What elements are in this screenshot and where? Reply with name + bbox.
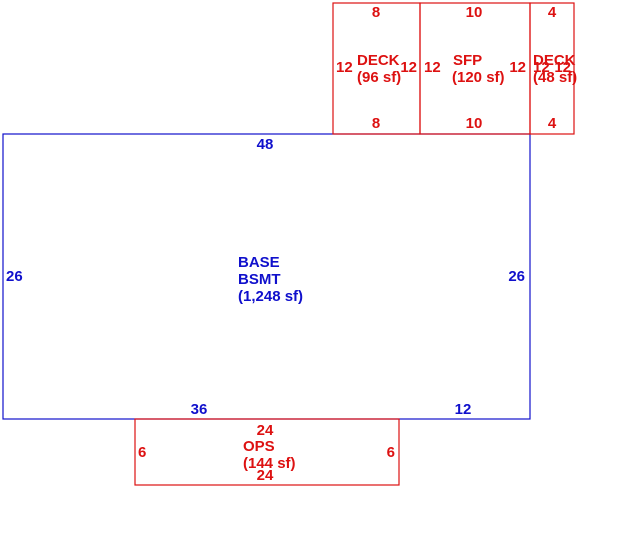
deck-2-name: DECK — [533, 52, 576, 69]
ops-right-dimension: 6 — [387, 444, 395, 461]
base-left-dimension: 26 — [6, 268, 23, 285]
base-top-dimension: 48 — [257, 136, 274, 153]
base-area-name-2: BSMT — [238, 271, 281, 288]
sfp-right-dimension: 12 — [509, 59, 526, 76]
deck-1-top-dimension: 8 — [372, 4, 380, 21]
base-area-name: BASE — [238, 254, 280, 271]
ops-area: (144 sf) — [243, 455, 296, 472]
deck-1-bottom-dimension: 8 — [372, 115, 380, 132]
deck-2-left-dimension: 12 — [533, 59, 550, 76]
deck-1-name: DECK — [357, 52, 400, 69]
base-area-size: (1,248 sf) — [238, 288, 303, 305]
deck-2-area: (48 sf) — [533, 69, 577, 86]
deck-1-left-dimension: 12 — [336, 59, 353, 76]
ops-top-dimension: 24 — [257, 422, 274, 439]
base-right-dimension: 26 — [508, 268, 525, 285]
sfp-bottom-dimension: 10 — [466, 115, 483, 132]
base-bottom-right-dimension: 12 — [455, 401, 472, 418]
deck-1-right-dimension: 12 — [400, 59, 417, 76]
sfp-top-dimension: 10 — [466, 4, 483, 21]
ops-name: OPS — [243, 438, 275, 455]
base-bottom-left-dimension: 36 — [191, 401, 208, 418]
deck-2-bottom-dimension: 4 — [548, 115, 557, 132]
ops-outline — [134, 418, 400, 486]
sfp-name: SFP — [453, 52, 482, 69]
deck-2-right-dimension: 12 — [554, 59, 571, 76]
ops-bottom-dimension: 24 — [257, 467, 274, 484]
ops-left-dimension: 6 — [138, 444, 146, 461]
deck-1-area: (96 sf) — [357, 69, 401, 86]
sfp-left-dimension: 12 — [424, 59, 441, 76]
deck-2-outline — [529, 2, 575, 135]
sfp-area: (120 sf) — [452, 69, 505, 86]
deck-2-top-dimension: 4 — [548, 4, 557, 21]
